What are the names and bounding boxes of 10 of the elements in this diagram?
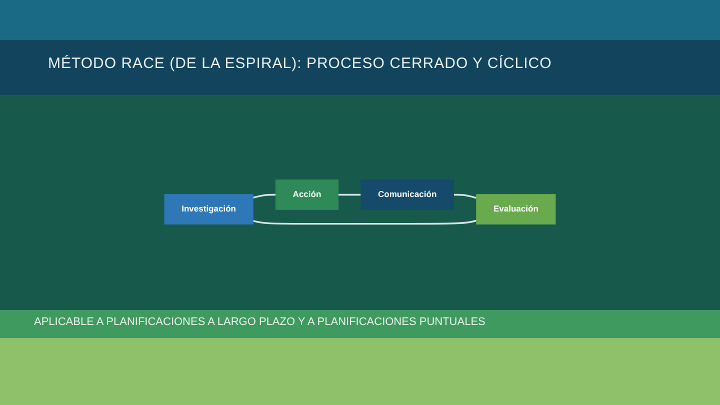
caption: APLICABLE A PLANIFICACIONES A LARGO PLAZO Y A PLANIFICACIONES PUNTUALES	[34, 316, 486, 328]
connector	[338, 194, 361, 196]
node-box: Acción	[275, 180, 339, 210]
node-box: Evaluación	[476, 194, 556, 224]
node-box: Comunicación	[360, 180, 454, 210]
connector	[454, 194, 477, 199]
connector	[252, 194, 276, 199]
connector	[252, 220, 477, 225]
node-box: Investigación	[164, 194, 254, 224]
title: MÉTODO RACE (DE LA ESPIRAL): PROCESO CERRADO Y CÍCLICO	[48, 55, 552, 72]
